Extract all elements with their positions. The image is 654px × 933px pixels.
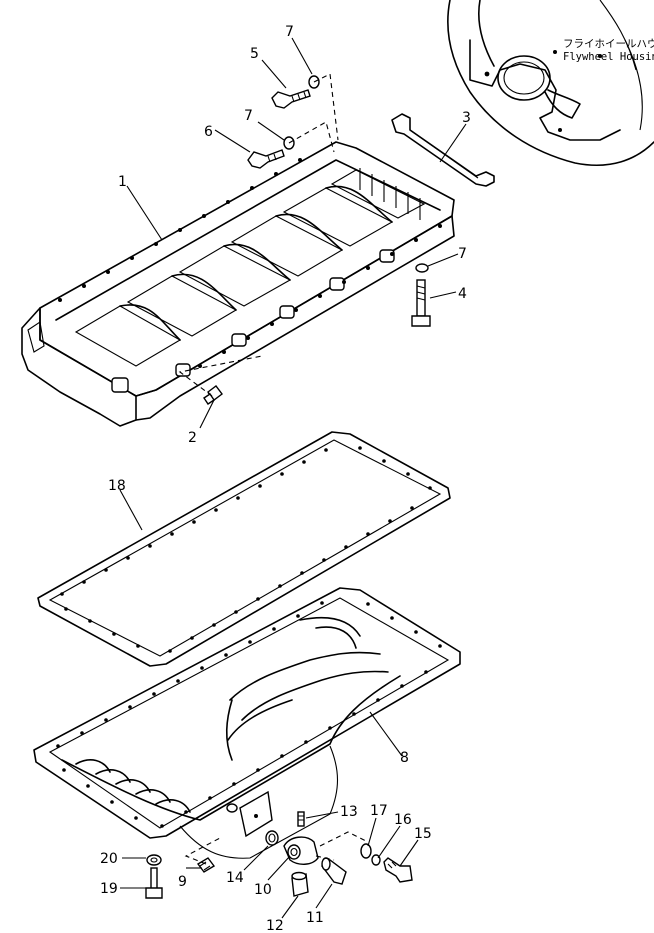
bolt-19 xyxy=(145,867,163,899)
callout-18: 18 xyxy=(108,478,126,494)
plug-9 xyxy=(196,857,216,873)
callout-7-top: 7 xyxy=(285,24,294,40)
bolt-4 xyxy=(411,279,431,327)
callout-20: 20 xyxy=(100,851,118,867)
gasket-bolt-holes xyxy=(60,446,432,653)
callout-1: 1 xyxy=(118,174,127,190)
housing-caption-jp: フライホイールハウジング xyxy=(563,37,654,50)
plug-12 xyxy=(291,871,309,897)
callout-numbers: 1 2 3 4 5 6 7 7 7 8 9 10 11 12 13 14 15 … xyxy=(100,24,471,933)
callout-6: 6 xyxy=(204,124,213,140)
bolt-5 xyxy=(271,89,311,109)
callout-16: 16 xyxy=(394,812,412,828)
callout-12: 12 xyxy=(266,918,284,933)
pin-13 xyxy=(297,811,305,827)
callout-5: 5 xyxy=(250,46,259,62)
housing-caption-en: Flywheel Housing xyxy=(563,51,654,63)
frame-bolt-holes xyxy=(58,158,442,368)
callout-17: 17 xyxy=(370,803,388,819)
gasket xyxy=(37,431,451,667)
plug-2 xyxy=(203,385,223,405)
callout-10: 10 xyxy=(254,882,272,898)
callout-15: 15 xyxy=(414,826,432,842)
bracket xyxy=(391,113,495,187)
plug-11 xyxy=(321,857,347,885)
o-ring-14 xyxy=(265,830,279,846)
callout-7-right: 7 xyxy=(458,246,467,262)
callout-3: 3 xyxy=(462,110,471,126)
callout-19: 19 xyxy=(100,881,118,897)
callout-9: 9 xyxy=(178,874,187,890)
bolt-6 xyxy=(247,149,285,169)
callout-14: 14 xyxy=(226,870,244,886)
oil-pan xyxy=(33,587,461,859)
callout-2: 2 xyxy=(188,430,197,446)
bolt-15 xyxy=(383,857,413,883)
leader-lines xyxy=(119,37,467,919)
pan-bolt-holes xyxy=(56,601,442,828)
callout-8: 8 xyxy=(400,750,409,766)
callout-7-middle: 7 xyxy=(244,108,253,124)
flywheel-housing: フライホイールハウジング Flywheel Housing xyxy=(447,0,654,167)
cylinder-block-frame xyxy=(21,141,455,427)
callout-13: 13 xyxy=(340,804,358,820)
washer-17 xyxy=(360,843,372,859)
callout-4: 4 xyxy=(458,286,467,302)
callout-11: 11 xyxy=(306,910,324,926)
washer-7-lower xyxy=(415,263,429,273)
elbow-10 xyxy=(283,836,319,865)
washer-20 xyxy=(146,854,162,866)
